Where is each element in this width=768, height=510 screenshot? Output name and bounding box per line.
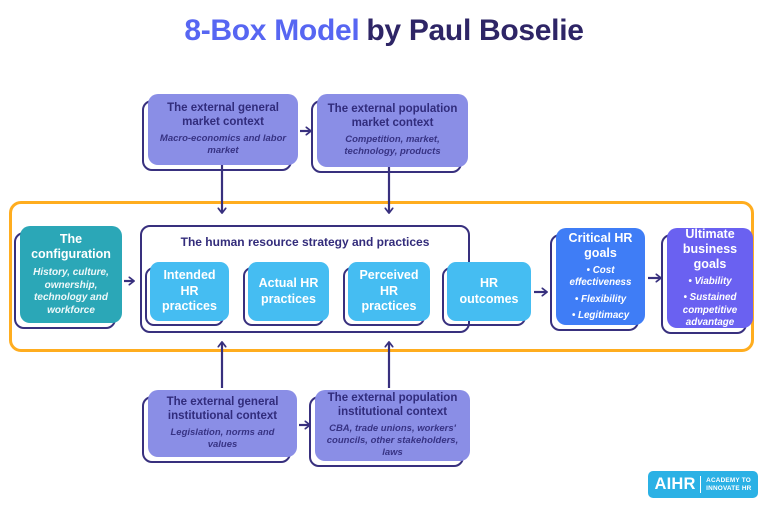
aihr-logo-divider — [699, 476, 702, 493]
box-external-population-market-context: The external population market context C… — [311, 94, 468, 173]
page-title-accent: 8-Box Model — [184, 14, 360, 47]
goal-item: Flexibility — [575, 294, 626, 306]
box-title: Critical HR goals — [568, 231, 633, 261]
box-label: Intended HR practices — [162, 268, 217, 314]
box-critical-hr-goals: Critical HR goals Cost effectiveness Fle… — [550, 228, 645, 331]
box-subtitle: History, culture, ownership, technology … — [33, 267, 109, 316]
box-title: The external population institutional co… — [327, 391, 458, 418]
aihr-logo-tagline: ACADEMY TO INNOVATE HR — [706, 477, 751, 493]
aihr-logo-tagline-line2: INNOVATE HR — [706, 484, 752, 492]
box-ultimate-business-goals: Ultimate business goals Viability Sustai… — [661, 227, 753, 334]
box-title: The external general institutional conte… — [166, 395, 279, 422]
goal-item: Sustained competitive advantage — [675, 292, 745, 329]
page-title-rest: by Paul Boselie — [366, 14, 584, 47]
box-subtitle: Legislation, norms and values — [170, 427, 275, 451]
box-label: Perceived HR practices — [359, 268, 419, 314]
aihr-logo: AIHR ACADEMY TO INNOVATE HR — [648, 471, 758, 498]
goal-item: Cost effectiveness — [564, 265, 637, 289]
aihr-logo-brand: AIHR — [654, 475, 696, 494]
aihr-logo-tagline-line1: ACADEMY TO — [706, 476, 751, 484]
box-title: The configuration — [31, 232, 111, 261]
goal-item: Viability — [688, 276, 731, 288]
box-title: The external general market context — [167, 101, 279, 128]
box-external-general-market-context: The external general market context Macr… — [142, 94, 298, 171]
box-title: The external population market context — [327, 102, 458, 129]
goal-item: Legitimacy — [572, 310, 629, 322]
box-external-population-institutional-context: The external population institutional co… — [309, 390, 470, 467]
hr-strategy-container-title: The human resource strategy and practice… — [180, 235, 430, 249]
box-title: Ultimate business goals — [682, 227, 738, 272]
box-subtitle: Macro-economics and labor market — [159, 133, 287, 157]
box-external-general-institutional-context: The external general institutional conte… — [142, 390, 297, 463]
box-label: Actual HR practices — [258, 275, 319, 306]
box-intended-hr-practices: Intended HR practices — [145, 262, 229, 326]
box-hr-outcomes: HR outcomes — [442, 262, 531, 326]
box-perceived-hr-practices: Perceived HR practices — [343, 262, 430, 326]
box-configuration: The configuration History, culture, owne… — [14, 226, 122, 329]
box-actual-hr-practices: Actual HR practices — [243, 262, 329, 326]
box-label: HR outcomes — [459, 275, 519, 306]
box-subtitle: CBA, trade unions, workers' councils, ot… — [326, 423, 459, 459]
box-subtitle: Competition, market, technology, product… — [344, 134, 441, 158]
